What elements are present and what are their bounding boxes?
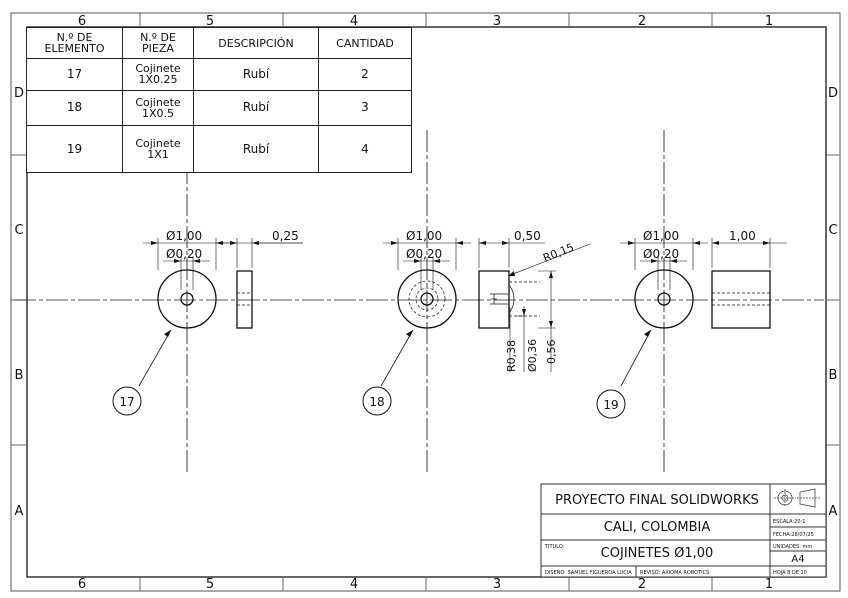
part-17-views (138, 130, 303, 472)
title-block-title-label: TITULO: (544, 544, 565, 550)
title-block-review: REVISÓ: AXIOMA ROBOTICS (640, 569, 709, 576)
balloon-18: 18 (369, 395, 384, 409)
zone-col-bottom-2: 2 (638, 577, 646, 592)
dim-diameter-inner-17: Ø0,20 (166, 247, 202, 261)
bom-piece: Cojinete 1X0.25 (122, 58, 194, 91)
zone-row-left-d: D (14, 86, 24, 101)
bom-quantity: 3 (318, 89, 412, 127)
side-view-19 (711, 270, 771, 329)
outer-circle-19 (634, 269, 694, 329)
zone-col-top-6: 6 (78, 14, 86, 29)
bom-description: Rubí (193, 89, 319, 127)
table-row: 17 Cojinete 1X0.25 Rubí 2 (26, 58, 412, 91)
zone-col-bottom-4: 4 (350, 577, 358, 592)
title-block-date: FECHA:28/07/25 (773, 532, 814, 538)
zone-col-top-2: 2 (638, 14, 646, 29)
title-block-sheet: HOJA 8 DE 10 (773, 570, 807, 576)
zone-col-bottom-1: 1 (765, 577, 773, 592)
bore-circle-19 (657, 292, 671, 306)
dim-diameter-036: Ø0,36 (526, 339, 539, 372)
table-row: 19 Cojinete 1X1 Rubí 4 (26, 125, 412, 173)
bom-element: 17 (26, 58, 123, 91)
dim-height-056: 0,56 (545, 340, 558, 365)
zone-col-top-5: 5 (206, 14, 214, 29)
zone-col-bottom-5: 5 (206, 577, 214, 592)
balloon-19: 19 (603, 398, 618, 412)
zone-col-top-1: 1 (765, 14, 773, 29)
title-block-scale: ESCALA:20:1 (773, 519, 805, 525)
zone-row-left-a: A (15, 504, 24, 519)
zone-ticks (11, 13, 840, 591)
bom-description: Rubí (193, 125, 319, 173)
bore-circle-17 (180, 292, 194, 306)
dim-length-18: 0,50 (514, 229, 541, 243)
bom-quantity: 2 (318, 58, 412, 91)
balloon-18-circle (362, 386, 392, 416)
bom-header-piece: N.º DE PIEZA (122, 27, 194, 59)
bill-of-materials: N.º DE ELEMENTO N.º DE PIEZA DESCRIPCIÓN… (26, 27, 412, 173)
dim-length-19: 1,00 (729, 229, 756, 243)
dim-diameter-outer-18: Ø1,00 (406, 229, 442, 243)
bom-element: 19 (26, 125, 123, 173)
bom-piece: Cojinete 1X1 (122, 125, 194, 173)
dim-diameter-inner-19: Ø0,20 (643, 247, 679, 261)
dim-length-17: 0,25 (272, 229, 299, 243)
zone-col-top-4: 4 (350, 14, 358, 29)
bom-element: 18 (26, 89, 123, 127)
balloon-17: 17 (119, 395, 134, 409)
zone-row-right-a: A (829, 504, 838, 519)
side-view-17 (236, 270, 253, 329)
bom-header-description: DESCRIPCIÓN (193, 27, 319, 59)
outer-circle-17 (157, 269, 217, 329)
bom-piece: Cojinete 1X0.5 (122, 89, 194, 127)
dim-diameter-outer-19: Ø1,00 (643, 229, 679, 243)
zone-col-bottom-6: 6 (78, 577, 86, 592)
bom-header-quantity: CANTIDAD (318, 27, 412, 59)
title-block-size: A4 (791, 554, 804, 565)
bom-quantity: 4 (318, 125, 412, 173)
balloon-19-circle (596, 389, 626, 419)
part-19-views (620, 130, 787, 472)
title-block-location: CALI, COLOMBIA (604, 520, 711, 535)
dim-radius-015: R0,15 (541, 241, 576, 265)
title-block-title: COJINETES Ø1,00 (601, 546, 714, 561)
balloon-17-circle (112, 386, 142, 416)
projection-symbol (774, 488, 821, 508)
bom-header-element: N.º DE ELEMENTO (26, 27, 123, 59)
zone-row-left-b: B (15, 368, 24, 383)
title-block-design: DISEÑO: SAMUEL FIGUEROA LUCIA (545, 569, 632, 576)
bore-circle-18 (420, 292, 434, 306)
dim-diameter-inner-18: Ø0,20 (406, 247, 442, 261)
zone-col-top-3: 3 (493, 14, 501, 29)
title-block-project: PROYECTO FINAL SOLIDWORKS (555, 493, 759, 508)
title-block-units: UNIDADES: mm (773, 544, 812, 550)
dim-radius-038: R0,38 (505, 340, 518, 372)
outer-circle-18 (397, 269, 457, 329)
bom-header-row: N.º DE ELEMENTO N.º DE PIEZA DESCRIPCIÓN… (26, 27, 412, 59)
zone-row-right-d: D (828, 86, 838, 101)
part-18-views (380, 130, 591, 472)
zone-row-right-b: B (829, 368, 838, 383)
zone-col-bottom-3: 3 (493, 577, 501, 592)
dim-diameter-outer-17: Ø1,00 (166, 229, 202, 243)
side-view-18 (478, 270, 510, 329)
bom-description: Rubí (193, 58, 319, 91)
table-row: 18 Cojinete 1X0.5 Rubí 3 (26, 89, 412, 127)
zone-row-left-c: C (14, 223, 23, 238)
zone-row-right-c: C (828, 223, 837, 238)
